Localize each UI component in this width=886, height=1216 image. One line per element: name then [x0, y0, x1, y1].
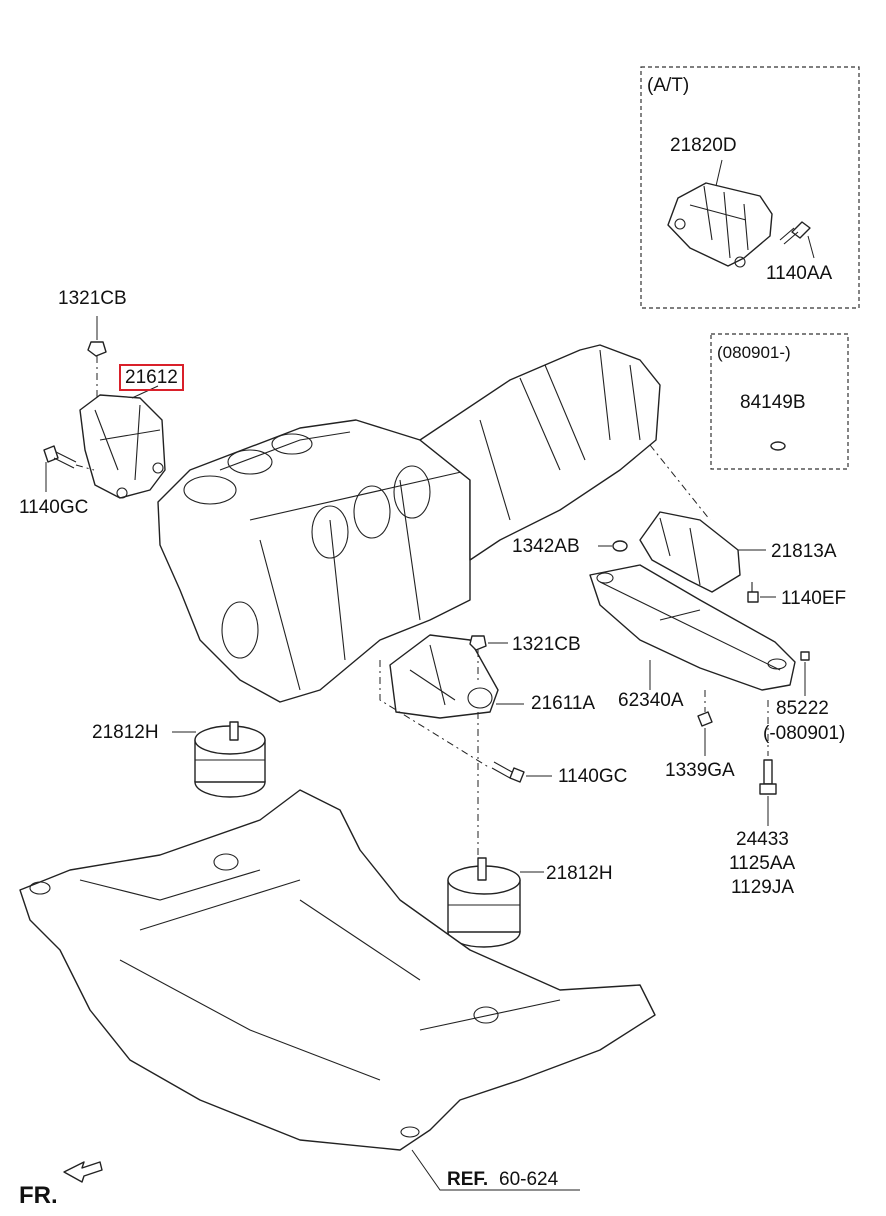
front-subframe: [19, 789, 656, 1191]
label-1339ga: 1339GA: [665, 760, 735, 781]
label-21612: 21612: [119, 364, 184, 391]
label-1140gc-center: 1140GC: [558, 766, 628, 787]
label-date-080901: (-080901): [763, 723, 846, 744]
front-label: FR.: [19, 1182, 58, 1209]
inset-at-box: [640, 66, 860, 309]
engine-block: [157, 419, 471, 703]
label-1125aa: 1125AA: [729, 853, 796, 874]
stud-85222: [800, 651, 810, 696]
engine-bracket-21612: [79, 385, 166, 499]
label-1321cb-left: 1321CB: [58, 288, 127, 309]
transmission: [419, 344, 661, 561]
front-arrow-icon: [63, 1161, 103, 1183]
label-1321cb-center: 1321CB: [512, 634, 581, 655]
label-21812h-left: 21812H: [92, 722, 159, 743]
label-21812h-right: 21812H: [546, 863, 613, 884]
transmission-bracket-21813a: [639, 444, 766, 593]
bolt-1140aa: [779, 221, 815, 259]
label-21813a: 21813A: [771, 541, 837, 562]
nut-1321cb-left: [87, 316, 107, 400]
bolt-1140gc-left: [43, 445, 95, 492]
label-1129ja: 1129JA: [731, 877, 795, 898]
bolt-1140ef: [747, 582, 776, 603]
bolt-24433: [759, 700, 777, 826]
ref-number: 60-624: [499, 1169, 559, 1190]
label-1140gc-left: 1140GC: [19, 497, 89, 518]
nut-1321cb-center: [469, 635, 508, 680]
label-1342ab: 1342AB: [512, 536, 580, 557]
engine-mount-21812h-left: [172, 721, 266, 798]
label-21611a: 21611A: [531, 693, 596, 714]
inset-date-title: (080901-): [717, 343, 791, 362]
label-1140ef: 1140EF: [781, 588, 847, 609]
transmission-crossmember-62340a: [589, 564, 796, 691]
inset-date-box: [710, 333, 849, 470]
nut-1339ga: [697, 690, 713, 756]
ref-prefix: REF.: [447, 1169, 489, 1190]
label-84149b: 84149B: [740, 392, 806, 413]
nut-1342ab: [598, 540, 628, 552]
inset-at-title: (A/T): [647, 75, 690, 96]
bolt-1140gc-center: [379, 660, 552, 783]
label-1140aa: 1140AA: [766, 263, 833, 284]
engine-mount-21812h-right: [447, 712, 544, 948]
label-24433: 24433: [736, 829, 789, 850]
transmission-mount-at: [667, 159, 773, 268]
label-21820d: 21820D: [670, 135, 737, 156]
label-62340a: 62340A: [618, 690, 684, 711]
plug-84149b: [770, 441, 786, 451]
engine-bracket-21611a: [389, 634, 524, 719]
label-85222: 85222: [776, 698, 829, 719]
